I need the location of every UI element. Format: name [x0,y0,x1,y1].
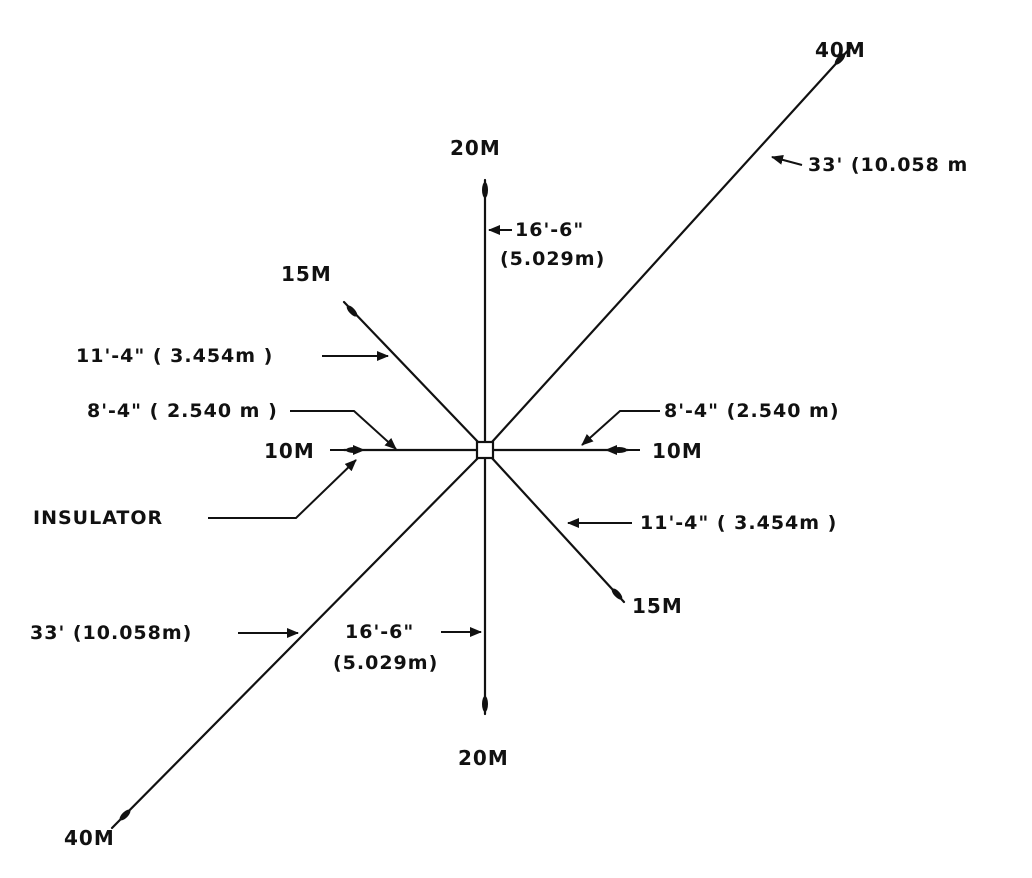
wire-40m-lower [110,456,480,830]
band-label-20m-bottom: 20M [458,746,509,770]
leader-10m-left [290,410,397,450]
band-label-40m-top: 40M [815,38,866,62]
band-label-10m-left: 10M [264,439,315,463]
length-label-15m-upper: 11'-4" ( 3.454m ) [76,345,274,367]
band-label-40m-bottom: 40M [64,826,115,850]
band-label-10m-right: 10M [652,439,703,463]
length-label-15m-lower: 11'-4" ( 3.454m ) [640,512,838,534]
length-label-40m-lower: 33' (10.058m) [30,622,193,644]
length-label-10m-right: 8'-4" (2.540 m) [664,400,840,422]
length-label-40m-upper: 33' (10.058 m [808,154,969,176]
length-label-20m-lower-m: (5.029m) [333,652,439,674]
leader-40m-upper [771,155,803,166]
band-label-15m-bottom: 15M [632,594,683,618]
wire-15m-lower [489,455,626,604]
band-label-20m-top: 20M [450,136,501,160]
length-label-10m-left: 8'-4" ( 2.540 m ) [87,400,278,422]
wire-40m-upper [490,44,854,444]
wire-end-tips [119,53,846,821]
insulator-label: INSULATOR [33,507,164,529]
wire-15m-upper [342,300,481,445]
leader-10m-right [581,410,660,446]
band-label-15m-top: 15M [281,262,332,286]
length-label-20m-upper-m: (5.029m) [500,248,606,270]
length-label-20m-upper-ft: 16'-6" [515,219,585,241]
leader-insulator [208,459,357,519]
center-insulator [475,440,495,460]
length-label-20m-lower-ft: 16'-6" [345,621,415,643]
